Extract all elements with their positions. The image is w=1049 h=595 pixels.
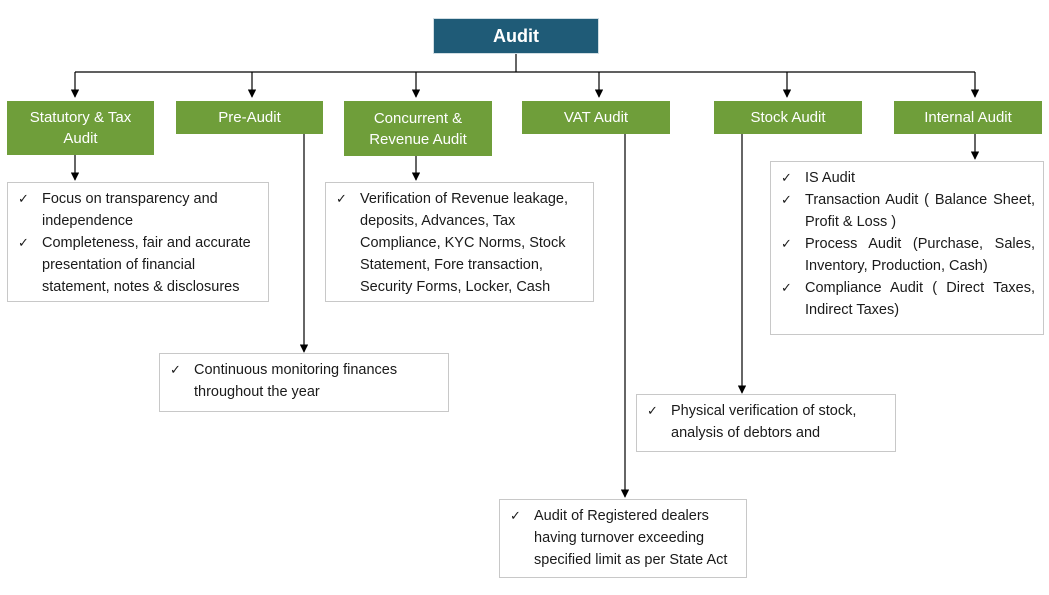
details-statutory: ✓Focus on transparency and independence … <box>7 182 269 302</box>
checkmark-icon: ✓ <box>510 508 521 523</box>
details-vat: ✓Audit of Registered dealers having turn… <box>499 499 747 578</box>
list-item: ✓Audit of Registered dealers having turn… <box>510 505 738 571</box>
list-item: ✓Transaction Audit ( Balance Sheet, Prof… <box>781 189 1035 233</box>
list-item: ✓Focus on transparency and independence <box>18 188 260 232</box>
details-pre-audit: ✓Continuous monitoring finances througho… <box>159 353 449 412</box>
checkmark-icon: ✓ <box>781 280 792 295</box>
list-item: ✓Compliance Audit ( Direct Taxes, Indire… <box>781 277 1035 321</box>
details-stock: ✓Physical verification of stock, analysi… <box>636 394 896 452</box>
checkmark-icon: ✓ <box>781 236 792 251</box>
list-item: ✓Verification of Revenue leakage, deposi… <box>336 188 585 298</box>
checkmark-icon: ✓ <box>781 170 792 185</box>
category-stock-audit: Stock Audit <box>714 101 862 134</box>
category-vat-audit: VAT Audit <box>522 101 670 134</box>
root-node-audit: Audit <box>433 18 599 54</box>
checkmark-icon: ✓ <box>647 403 658 418</box>
details-internal: ✓IS Audit ✓Transaction Audit ( Balance S… <box>770 161 1044 335</box>
checkmark-icon: ✓ <box>18 235 29 250</box>
checkmark-icon: ✓ <box>170 362 181 377</box>
list-item: ✓Process Audit (Purchase, Sales, Invento… <box>781 233 1035 277</box>
category-internal-audit: Internal Audit <box>894 101 1042 134</box>
list-item: ✓Physical verification of stock, analysi… <box>647 400 887 444</box>
checkmark-icon: ✓ <box>18 191 29 206</box>
checkmark-icon: ✓ <box>336 191 347 206</box>
list-item: ✓Completeness, fair and accurate present… <box>18 232 260 298</box>
list-item: ✓IS Audit <box>781 167 1035 189</box>
list-item: ✓Continuous monitoring finances througho… <box>170 359 440 403</box>
category-pre-audit: Pre-Audit <box>176 101 323 134</box>
details-concurrent: ✓Verification of Revenue leakage, deposi… <box>325 182 594 302</box>
category-concurrent-revenue-audit: Concurrent & Revenue Audit <box>344 101 492 156</box>
checkmark-icon: ✓ <box>781 192 792 207</box>
category-statutory-tax-audit: Statutory & Tax Audit <box>7 101 154 155</box>
